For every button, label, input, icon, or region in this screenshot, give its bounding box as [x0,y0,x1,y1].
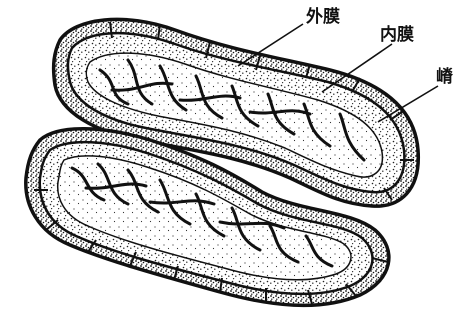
inner-membrane-label: 内膜 [380,24,414,45]
outer-membrane-label: 外膜 [306,6,340,27]
crista-label: 嵴 [436,66,454,87]
